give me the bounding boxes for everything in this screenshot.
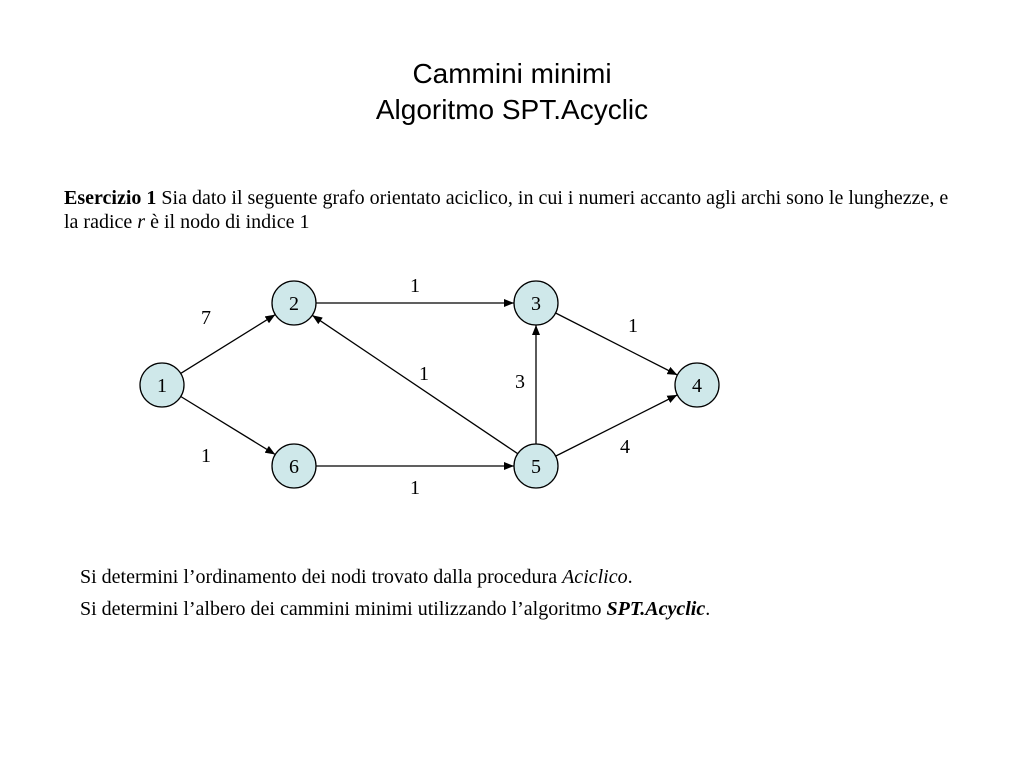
question-2-end: . xyxy=(705,598,711,620)
node-5: 5 xyxy=(513,443,559,489)
slide-title: Cammini minimi Algoritmo SPT.Acyclic xyxy=(0,56,1024,128)
edges-layer: 7 1 1 1 1 3 4 1 xyxy=(180,275,678,499)
question-2-emphasis: SPT.Acyclic xyxy=(606,598,706,620)
edge-weight-3-4: 1 xyxy=(628,315,638,337)
edge-5-4 xyxy=(555,394,678,457)
node-circle-5 xyxy=(513,443,559,489)
node-circle-6 xyxy=(271,443,317,489)
question-1-end: . xyxy=(627,566,633,588)
edge-1-6 xyxy=(180,395,276,456)
node-label-5: 5 xyxy=(531,456,541,478)
node-3: 3 xyxy=(513,280,559,326)
edge-weight-6-5: 1 xyxy=(410,477,420,499)
exercise-label: Esercizio 1 xyxy=(64,187,157,209)
title-line-1: Cammini minimi xyxy=(412,58,612,89)
exercise-statement: Esercizio 1 Sia dato il seguente grafo o… xyxy=(64,186,964,234)
node-label-1: 1 xyxy=(157,375,167,397)
node-circle-4 xyxy=(674,362,720,408)
question-2: Si determini l’albero dei cammini minimi… xyxy=(80,593,980,625)
question-1: Si determini l’ordinamento dei nodi trov… xyxy=(80,561,980,593)
edge-1-2 xyxy=(180,314,276,374)
node-4: 4 xyxy=(674,362,720,408)
node-circle-3 xyxy=(513,280,559,326)
edge-3-4 xyxy=(555,312,678,376)
question-1-emphasis: Aciclico xyxy=(562,566,628,588)
node-6: 6 xyxy=(271,443,317,489)
edge-weight-2-3: 1 xyxy=(410,275,420,297)
node-label-3: 3 xyxy=(531,293,541,315)
edge-weight-5-2: 1 xyxy=(419,363,429,385)
node-label-2: 2 xyxy=(289,293,299,315)
exercise-text-2: è il nodo di indice 1 xyxy=(145,211,310,233)
title-line-2: Algoritmo SPT.Acyclic xyxy=(375,94,649,125)
edge-weight-5-4: 4 xyxy=(620,436,630,458)
node-circle-1 xyxy=(139,362,185,408)
exercise-variable: r xyxy=(137,211,146,233)
question-1-text: Si determini l’ordinamento dei nodi trov… xyxy=(80,566,563,588)
nodes-layer: 1 2 3 4 5 6 xyxy=(139,280,720,489)
node-2: 2 xyxy=(271,280,317,326)
edge-weight-1-6: 1 xyxy=(201,445,211,467)
edge-weight-1-2: 7 xyxy=(201,307,211,329)
edge-weight-5-3: 3 xyxy=(515,371,525,393)
questions: Si determini l’ordinamento dei nodi trov… xyxy=(80,561,980,625)
exercise-text-1: Sia dato il seguente grafo orientato aci… xyxy=(64,187,949,233)
node-circle-2 xyxy=(271,280,317,326)
node-label-6: 6 xyxy=(289,456,299,478)
node-1: 1 xyxy=(139,362,185,408)
node-label-4: 4 xyxy=(692,375,702,397)
edge-5-2 xyxy=(311,314,519,455)
question-2-text: Si determini l’albero dei cammini minimi… xyxy=(80,598,607,620)
